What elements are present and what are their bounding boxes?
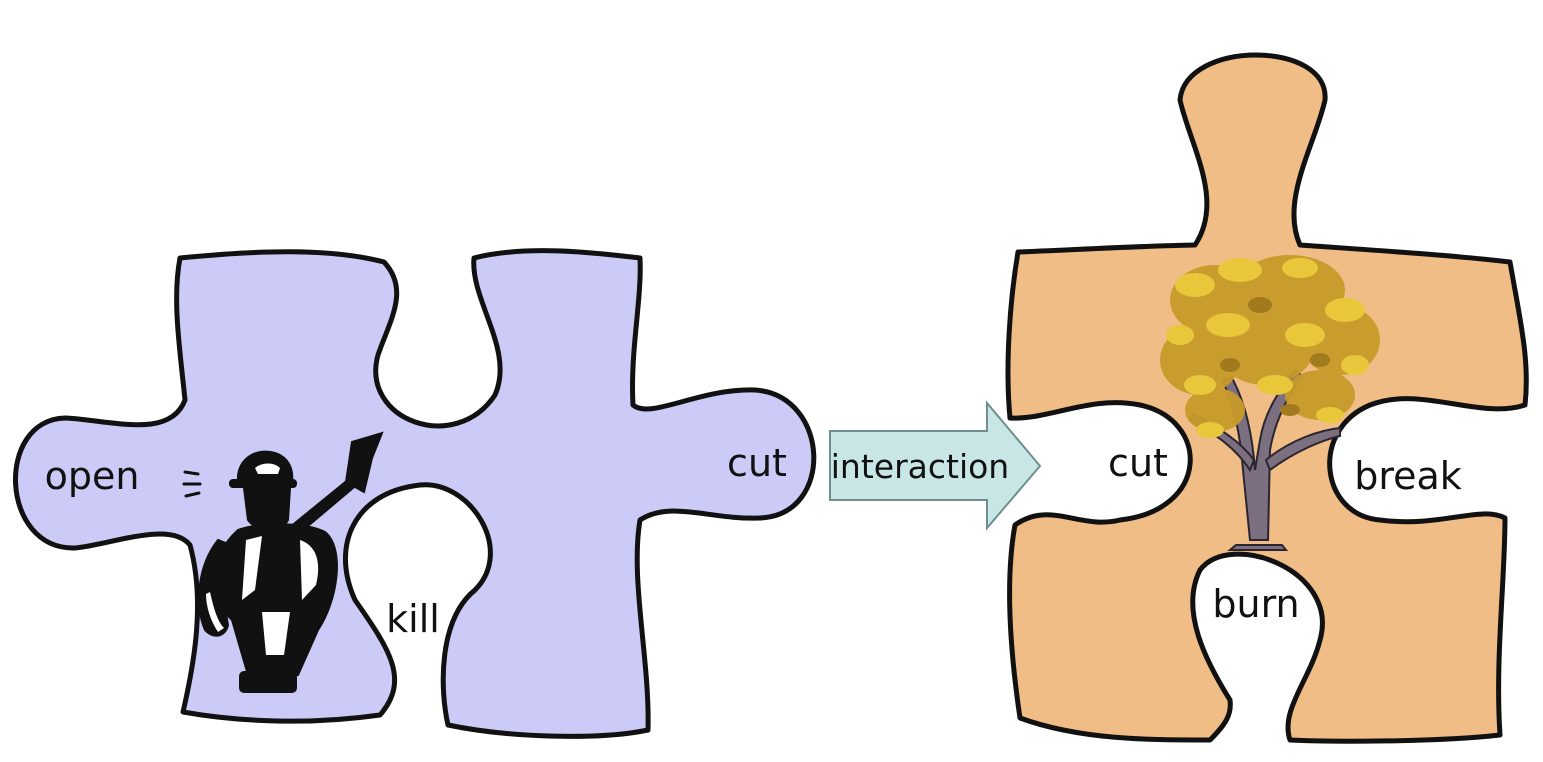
interaction-arrow: interaction <box>829 400 1042 531</box>
right-piece-shape <box>1005 52 1529 744</box>
left-puzzle-piece: open cut kill <box>12 248 817 739</box>
right-label-break: break <box>1354 454 1462 498</box>
right-puzzle-piece: cut break burn <box>1005 52 1529 744</box>
left-label-open: open <box>45 454 140 498</box>
right-label-burn: burn <box>1212 582 1299 626</box>
left-label-cut: cut <box>727 441 787 485</box>
right-label-cut: cut <box>1108 441 1168 485</box>
arrow-shape <box>829 400 1042 531</box>
tree-icon <box>1160 255 1380 551</box>
lumberjack-with-axe-icon <box>182 431 384 693</box>
left-label-kill: kill <box>386 597 440 641</box>
arrow-label: interaction <box>831 447 1009 486</box>
